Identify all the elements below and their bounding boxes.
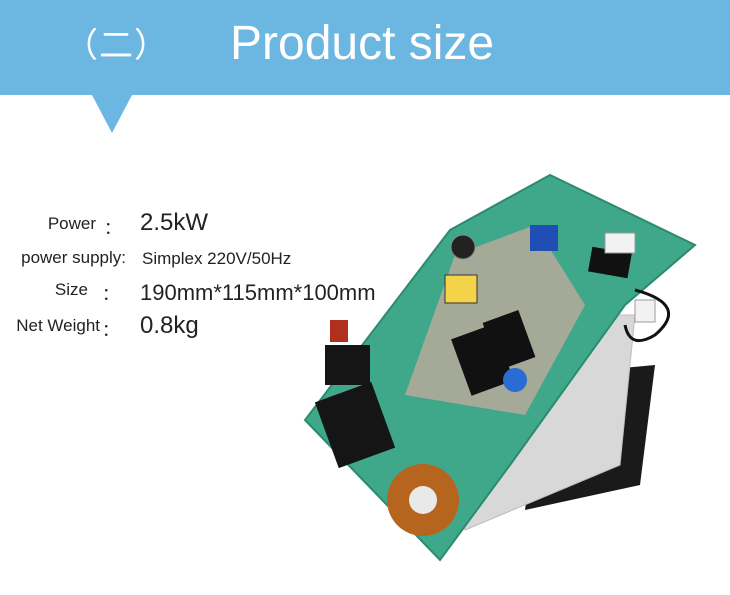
spec-value-net-weight: 0.8kg xyxy=(140,312,199,339)
connector-icon xyxy=(325,345,370,385)
capacitor-icon xyxy=(503,368,527,392)
connector-icon xyxy=(634,299,656,323)
spec-colon-power: ： xyxy=(104,219,121,238)
banner-pointer xyxy=(92,95,132,133)
terminal-block-icon xyxy=(314,381,396,469)
spec-value-power: 2.5kW xyxy=(140,209,209,236)
product-image xyxy=(295,165,725,580)
section-number: （二） xyxy=(64,26,169,66)
spec-label-power-supply: power supply: xyxy=(21,248,126,267)
spec-colon-size: ： xyxy=(102,285,119,304)
page-title: Product size xyxy=(230,17,495,70)
spec-label-power: Power xyxy=(47,214,96,233)
capacitor-icon xyxy=(530,225,558,251)
cable-icon xyxy=(623,288,671,343)
spec-value-size: 190mm*115mm*100mm xyxy=(140,280,376,305)
capacitor-icon xyxy=(330,320,348,342)
capacitor-icon xyxy=(450,234,476,260)
spec-label-size: Size xyxy=(54,280,88,299)
transformer-icon xyxy=(444,274,478,304)
spec-label-net-weight: Net Weight xyxy=(16,316,100,335)
relay-icon xyxy=(482,310,536,370)
spec-value-power-supply: Simplex 220V/50Hz xyxy=(142,249,292,268)
ic-chip-icon xyxy=(588,246,632,279)
spec-colon-net-weight: ： xyxy=(102,321,119,340)
header-banner xyxy=(0,0,730,95)
connector-icon xyxy=(604,232,636,254)
